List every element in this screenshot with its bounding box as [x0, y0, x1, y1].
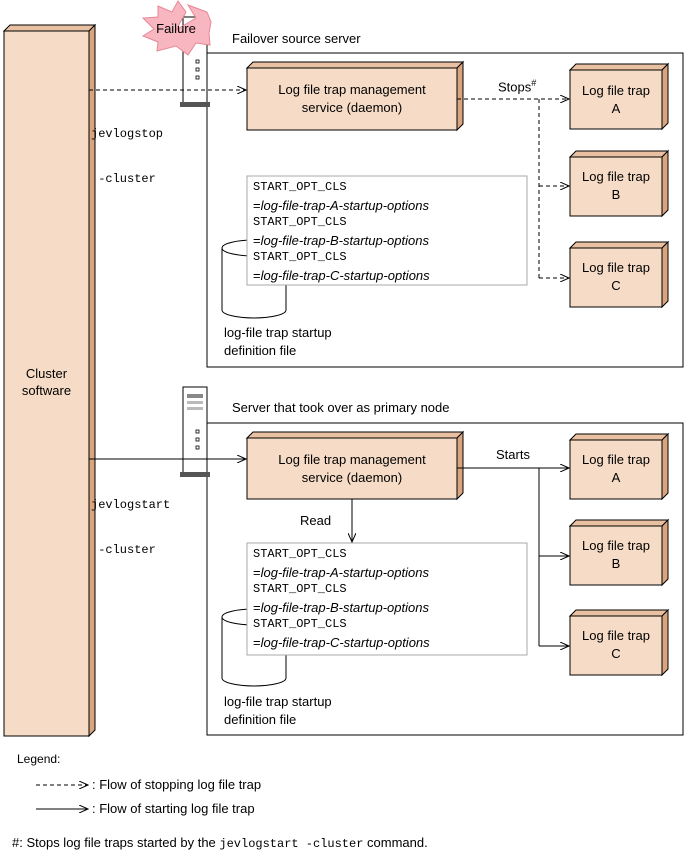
starts-arrows: [457, 468, 569, 646]
top-service-label: Log file trap management service (daemon…: [247, 81, 457, 117]
footnote-prefix: #: Stops log file traps started by the: [12, 835, 220, 850]
cluster-software-bar: [2, 23, 97, 738]
legend-title: Legend:: [17, 752, 61, 766]
server-tower-icon: [180, 386, 210, 477]
config-key: START_OPT_CLS: [253, 582, 347, 596]
config-value: log-file-trap-C-startup-options: [260, 634, 430, 650]
config-eq: =: [253, 634, 261, 650]
stop-command-line1: jevlogstop: [91, 127, 164, 141]
bottom-trap-a-line1: Log file trap: [582, 452, 650, 467]
cluster-label-line2: software: [21, 383, 72, 398]
top-trap-a-label: Log file trap A: [570, 82, 662, 118]
config-value: log-file-trap-B-startup-options: [260, 232, 429, 248]
failover-source-server-box: [206, 52, 684, 368]
footnote-suffix: command.: [363, 835, 428, 850]
bottom-service-label: Log file trap management service (daemon…: [247, 451, 457, 487]
cluster-software-label: Cluster software: [4, 365, 89, 399]
stop-command: jevlogstop -cluster: [91, 97, 163, 202]
bottom-trap-a-label: Log file trap A: [570, 451, 662, 487]
legend-stop-text: : Flow of stopping log file trap: [92, 777, 262, 792]
config-key: START_OPT_CLS: [253, 250, 347, 264]
bottom-service-box: [245, 430, 465, 501]
stops-arrows: [457, 99, 569, 278]
bottom-trap-b-line2: B: [611, 556, 621, 571]
config-eq: =: [253, 599, 261, 615]
bottom-file-line2: definition file: [224, 712, 297, 727]
start-command-line1: jevlogstart: [91, 498, 171, 512]
top-trap-b-line2: B: [611, 187, 621, 202]
config-eq: =: [253, 564, 261, 580]
config-key: START_OPT_CLS: [253, 180, 347, 194]
bottom-trap-b-label: Log file trap B: [570, 537, 662, 573]
top-trap-c-line2: C: [611, 278, 621, 293]
footnote-command: jevlogstart -cluster: [219, 837, 364, 851]
top-service-line1: Log file trap management: [278, 82, 426, 97]
top-file-label: log-file trap startup definition file: [224, 324, 332, 360]
top-service-box: [245, 60, 465, 132]
start-command-line2: -cluster: [91, 543, 156, 557]
takeover-server-box: [206, 422, 684, 736]
config-key: START_OPT_CLS: [253, 547, 347, 561]
stops-footnote-mark: #: [531, 78, 537, 88]
top-trap-box-a: [568, 62, 670, 131]
bottom-trap-box-a: [568, 432, 670, 501]
top-trap-box-b: [568, 149, 670, 218]
top-file-line2: definition file: [224, 343, 297, 358]
bottom-trap-c-line1: Log file trap: [582, 628, 650, 643]
top-config-box: [246, 175, 528, 286]
bottom-file-line1: log-file trap startup: [224, 694, 332, 709]
bottom-server-title: Server that took over as primary node: [232, 400, 450, 415]
config-key: START_OPT_CLS: [253, 617, 347, 631]
top-trap-b-line1: Log file trap: [582, 169, 650, 184]
stops-label-text: Stops: [498, 79, 532, 95]
config-value: log-file-trap-A-startup-options: [260, 197, 429, 213]
top-trap-c-label: Log file trap C: [570, 259, 662, 295]
config-eq: =: [253, 232, 261, 248]
stops-label: Stops#: [498, 78, 536, 94]
read-label: Read: [300, 513, 332, 528]
stop-command-line2: -cluster: [91, 172, 156, 186]
bottom-trap-c-label: Log file trap C: [570, 627, 662, 663]
failure-label: Failure: [156, 21, 196, 36]
config-value: log-file-trap-A-startup-options: [260, 564, 429, 580]
bottom-file-label: log-file trap startup definition file: [224, 693, 332, 729]
bottom-trap-c-line2: C: [611, 646, 621, 661]
cluster-label-line1: Cluster: [25, 366, 68, 381]
config-eq: =: [253, 197, 261, 213]
top-config-text: START_OPT_CLS =log-file-trap-A-startup-o…: [253, 179, 430, 284]
top-trap-b-label: Log file trap B: [570, 168, 662, 204]
top-service-line2: service (daemon): [301, 100, 403, 115]
config-key: START_OPT_CLS: [253, 215, 347, 229]
top-trap-box-c: [568, 240, 670, 309]
start-command: jevlogstart -cluster: [91, 468, 170, 573]
config-eq: =: [253, 267, 261, 283]
bottom-trap-a-line2: A: [611, 470, 621, 485]
config-value: log-file-trap-C-startup-options: [260, 267, 430, 283]
bottom-trap-box-c: [568, 608, 670, 677]
top-trap-a-line1: Log file trap: [582, 83, 650, 98]
bottom-config-text: START_OPT_CLS =log-file-trap-A-startup-o…: [253, 546, 430, 651]
failure-burst-icon: [141, 0, 212, 56]
legend-start-text: : Flow of starting log file trap: [92, 801, 255, 816]
bottom-config-box: [246, 542, 528, 656]
bottom-trap-box-b: [568, 518, 670, 587]
top-trap-a-line2: A: [611, 101, 621, 116]
starts-label: Starts: [496, 447, 530, 462]
top-server-title: Failover source server: [232, 31, 361, 46]
bottom-service-line1: Log file trap management: [278, 452, 426, 467]
bottom-trap-b-line1: Log file trap: [582, 538, 650, 553]
config-value: log-file-trap-B-startup-options: [260, 599, 429, 615]
top-trap-c-line1: Log file trap: [582, 260, 650, 275]
footnote: #: Stops log file traps started by the j…: [12, 835, 428, 851]
bottom-service-line2: service (daemon): [301, 470, 403, 485]
top-file-line1: log-file trap startup: [224, 325, 332, 340]
